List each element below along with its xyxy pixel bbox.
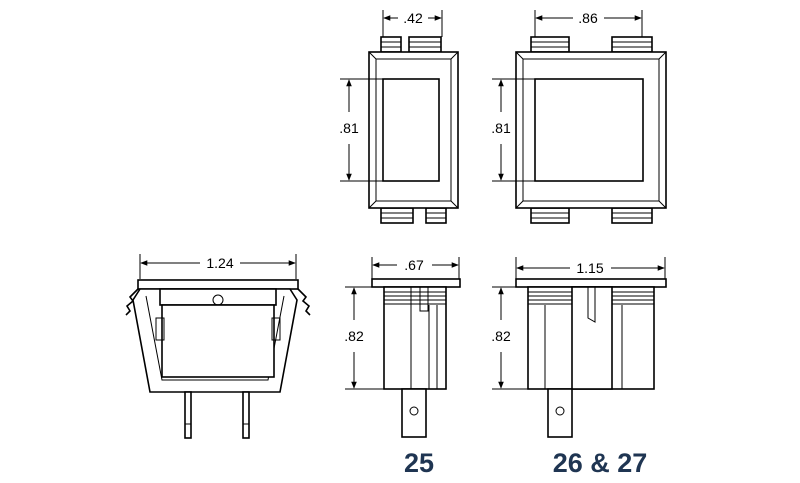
dim-top-small-width: .42 [403,10,423,26]
dim-end-small-height: .82 [344,328,364,344]
dim-top-large-width: .86 [578,10,598,26]
dim-end-small-width: .67 [404,257,424,273]
dim-top-large-height: .81 [491,120,511,136]
dim-end-large-width: 1.15 [576,260,603,276]
dim-top-small-height: .81 [339,120,359,136]
end-view-small: .67 .82 [344,257,461,438]
end-view-large: 1.15 .82 [491,257,667,438]
model-label-26-27: 26 & 27 [553,448,648,478]
dim-side-width: 1.24 [206,255,233,271]
side-view: 1.24 [125,254,311,439]
model-label-25: 25 [404,448,434,478]
top-view-large: .86 .81 [491,10,667,224]
top-view-small: .42 .81 [339,10,459,224]
dim-end-large-height: .82 [491,328,511,344]
